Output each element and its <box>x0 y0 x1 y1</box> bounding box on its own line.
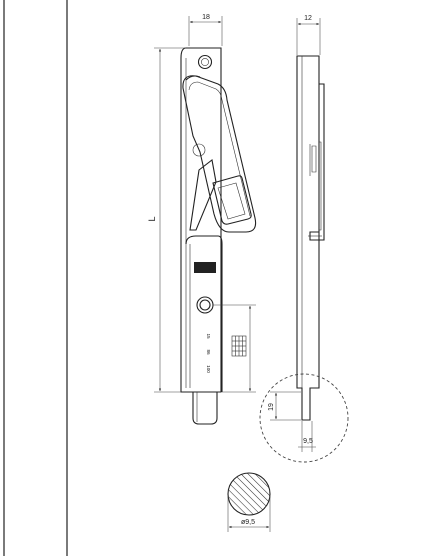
dim-length: L <box>147 216 157 221</box>
dim-pin-width: 9,5 <box>303 438 313 445</box>
front-view: ABB 15 86 100 <box>180 47 257 425</box>
brand-badge <box>194 262 216 273</box>
scale-mark-1: 15 <box>206 333 211 339</box>
dim-side-width: 12 <box>304 15 312 22</box>
pin-detail: 19 9,5 <box>259 373 349 463</box>
page-frame <box>3 0 68 556</box>
section-outline <box>227 472 271 516</box>
dim-pin-length: 19 <box>268 403 275 411</box>
scale-mark-2: 86 <box>206 349 211 355</box>
bolt-pin-front <box>192 392 218 425</box>
detail-circle <box>259 373 349 463</box>
brand-label: ABB <box>197 264 214 273</box>
knob-hole <box>196 296 214 314</box>
bolt-housing <box>185 235 223 392</box>
side-profile <box>296 55 320 421</box>
lever-shaft <box>189 159 217 231</box>
scale-mark-3: 100 <box>206 365 211 373</box>
lever-pivot <box>192 143 206 157</box>
side-dimensions: 12 <box>296 15 321 55</box>
front-dimensions: 18 L <box>147 14 256 393</box>
dim-front-width: 18 <box>202 14 210 21</box>
bolt-plate-outline <box>180 47 222 393</box>
screw-hole-top <box>197 54 213 70</box>
side-view <box>296 55 325 421</box>
dim-pin-diameter: ø9,5 <box>241 519 255 526</box>
side-lever <box>309 83 325 241</box>
section-hatch <box>228 473 270 515</box>
grille <box>231 335 247 357</box>
pin-cross-section: ø9,5 <box>227 472 271 532</box>
lever-grip <box>212 175 252 225</box>
lever-arm <box>182 75 257 233</box>
